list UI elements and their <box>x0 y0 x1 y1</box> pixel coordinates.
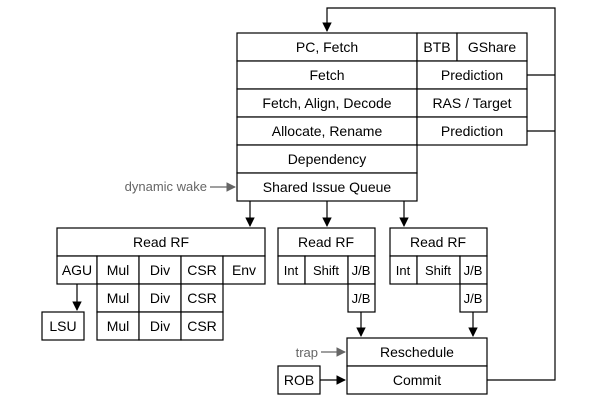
dependency-label: Dependency <box>288 151 367 167</box>
lane2-int-label: Int <box>284 263 299 278</box>
mul-box-2 <box>96 283 140 313</box>
lane3-jb-label-1: J/B <box>464 263 483 278</box>
csr-label-1: CSR <box>187 262 217 278</box>
trap-label: trap <box>296 345 318 360</box>
btb-label: BTB <box>423 39 450 55</box>
pc-fetch-label: PC, Fetch <box>296 39 358 55</box>
div-label-1: Div <box>150 262 170 278</box>
lane-3: Read RF Int Shift J/B J/B <box>389 227 488 337</box>
mul-label-2: Mul <box>107 290 130 306</box>
prediction-label-1: Prediction <box>441 67 503 83</box>
div-box-3 <box>138 311 182 341</box>
ras-target-label: RAS / Target <box>432 95 511 111</box>
mul-label-1: Mul <box>107 262 130 278</box>
commit-box <box>346 365 488 395</box>
lane2-shift-label: Shift <box>313 263 339 278</box>
reschedule-label: Reschedule <box>380 344 454 360</box>
commit-feedback-path <box>322 7 556 381</box>
div-box-2 <box>138 283 182 313</box>
csr-label-2: CSR <box>187 290 217 306</box>
lane3-jb-label-2: J/B <box>464 291 483 306</box>
csr-label-3: CSR <box>187 318 217 334</box>
fetch-label: Fetch <box>309 67 344 83</box>
shared-issue-queue-label: Shared Issue Queue <box>263 179 392 195</box>
allocate-rename-label: Allocate, Rename <box>272 123 383 139</box>
commit-label: Commit <box>393 372 441 388</box>
lane1-read-rf <box>56 227 266 257</box>
gshare-box <box>456 32 528 62</box>
lane3-shift-label: Shift <box>425 263 451 278</box>
ras-target-box <box>416 88 528 118</box>
lane1-read-rf-label: Read RF <box>133 234 189 250</box>
lane-2: Read RF Int Shift J/B J/B <box>277 227 376 337</box>
backend: Reschedule Commit trap ROB <box>277 337 488 395</box>
prediction-label-2: Prediction <box>441 123 503 139</box>
rob-label: ROB <box>284 372 314 388</box>
dynamic-wake-label: dynamic wake <box>125 179 207 194</box>
gshare-label: GShare <box>468 39 516 55</box>
lane3-read-rf-label: Read RF <box>410 234 466 250</box>
lane-1: Read RF AGU Mul Div CSR Env Mul Div CSR … <box>41 227 266 341</box>
env-box <box>222 255 266 285</box>
lane2-int-box <box>277 255 306 285</box>
lsu-label: LSU <box>49 318 76 334</box>
env-label: Env <box>232 262 256 278</box>
fetch-align-decode-label: Fetch, Align, Decode <box>262 95 391 111</box>
predictor-column: BTB GShare Prediction RAS / Target Predi… <box>416 32 528 146</box>
div-label-2: Div <box>150 290 170 306</box>
lsu-box <box>41 311 85 341</box>
lane3-int-label: Int <box>396 263 411 278</box>
agu-label: AGU <box>62 262 92 278</box>
mul-label-3: Mul <box>107 318 130 334</box>
frontend-column: PC, Fetch Fetch Fetch, Align, Decode All… <box>236 32 418 202</box>
lane3-shift-box <box>416 255 461 285</box>
lane3-int-box <box>389 255 418 285</box>
csr-box-3 <box>180 311 224 341</box>
mul-box-3 <box>96 311 140 341</box>
pc-fetch-stage <box>236 32 418 62</box>
fetch-stage <box>236 60 418 90</box>
lane2-jb-box-2 <box>347 283 376 313</box>
lane2-read-rf <box>277 227 376 257</box>
shared-issue-queue-stage <box>236 172 418 202</box>
lane2-jb-label-1: J/B <box>352 263 371 278</box>
lane2-jb-box-1 <box>347 255 376 285</box>
lane3-read-rf <box>389 227 488 257</box>
lane2-jb-label-2: J/B <box>352 291 371 306</box>
div-label-3: Div <box>150 318 170 334</box>
lane2-read-rf-label: Read RF <box>298 234 354 250</box>
rob-box <box>277 365 321 395</box>
